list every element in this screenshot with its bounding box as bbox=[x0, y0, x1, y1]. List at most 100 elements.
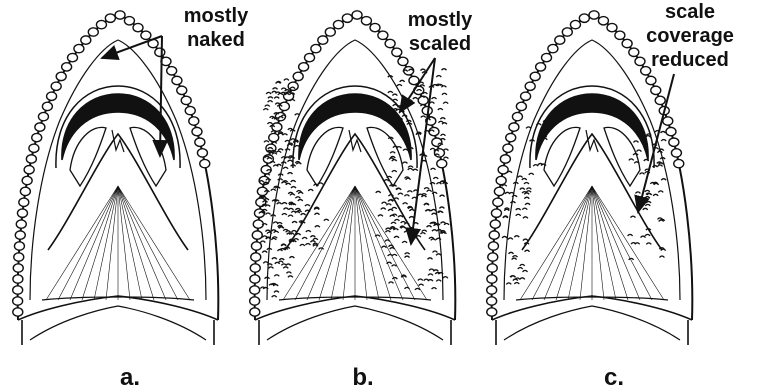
scale-mark bbox=[285, 149, 290, 151]
rim-bead bbox=[32, 133, 42, 141]
scale-mark bbox=[264, 199, 269, 201]
scale-mark bbox=[272, 296, 277, 298]
scale-mark bbox=[273, 165, 278, 167]
scale-mark bbox=[279, 227, 284, 229]
rim-bead bbox=[635, 57, 645, 65]
scale-mark bbox=[274, 275, 279, 277]
rim-bead bbox=[250, 297, 260, 305]
scale-mark bbox=[432, 230, 437, 232]
scale-mark bbox=[310, 241, 315, 243]
scale-mark bbox=[271, 238, 276, 240]
rim-bead bbox=[24, 166, 34, 174]
scale-mark bbox=[310, 236, 315, 238]
scale-mark bbox=[520, 278, 525, 280]
scale-mark bbox=[654, 183, 659, 185]
scale-mark bbox=[398, 193, 403, 195]
panel-letter: a. bbox=[120, 364, 140, 391]
rim-bead bbox=[13, 297, 23, 305]
scale-mark bbox=[661, 131, 666, 133]
scale-mark bbox=[644, 159, 649, 161]
scale-mark bbox=[296, 190, 301, 192]
scale-mark bbox=[393, 146, 398, 148]
scale-mark bbox=[631, 243, 636, 245]
rim-bead bbox=[385, 39, 395, 47]
scale-mark bbox=[427, 190, 432, 192]
scale-mark bbox=[314, 208, 319, 210]
scale-mark bbox=[646, 243, 651, 245]
scale-mark bbox=[440, 118, 445, 120]
scale-mark bbox=[645, 197, 650, 199]
scale-mark bbox=[422, 230, 427, 232]
scale-mark bbox=[378, 215, 383, 217]
scale-mark bbox=[533, 165, 538, 167]
rim-bead bbox=[361, 17, 371, 25]
scale-mark bbox=[313, 238, 318, 240]
gill-ray bbox=[118, 186, 190, 300]
scale-mark bbox=[524, 183, 529, 185]
scale-mark bbox=[422, 93, 427, 95]
rim-bead bbox=[197, 149, 207, 157]
scale-mark bbox=[659, 149, 664, 151]
rim-bead bbox=[189, 117, 199, 125]
rim-bead bbox=[167, 67, 177, 75]
scale-mark bbox=[382, 246, 387, 248]
jaw-lobe-left bbox=[307, 127, 343, 186]
gill-ray bbox=[592, 186, 628, 300]
scale-mark bbox=[387, 176, 392, 178]
scale-mark bbox=[643, 208, 648, 210]
gill-ray bbox=[355, 186, 367, 300]
scale-mark bbox=[438, 121, 443, 123]
scale-mark bbox=[436, 254, 441, 256]
gill-ray bbox=[319, 186, 355, 300]
scale-mark bbox=[394, 236, 399, 238]
rim-bead bbox=[88, 28, 98, 36]
scale-mark bbox=[420, 233, 425, 235]
scale-mark bbox=[526, 188, 531, 190]
rim-bead bbox=[14, 253, 24, 261]
scale-mark bbox=[314, 213, 319, 215]
rim-bead bbox=[622, 39, 632, 47]
scale-mark bbox=[659, 220, 664, 222]
jaw-lobe-left bbox=[70, 127, 106, 186]
scale-mark bbox=[523, 217, 528, 219]
scale-mark bbox=[661, 249, 666, 251]
rim-bead bbox=[607, 23, 617, 31]
scale-mark bbox=[436, 76, 441, 78]
scale-mark bbox=[296, 234, 301, 236]
scale-mark bbox=[518, 267, 523, 269]
scale-mark bbox=[435, 272, 440, 274]
rim-bead bbox=[177, 86, 187, 94]
scale-mark bbox=[413, 169, 418, 171]
scale-mark bbox=[281, 88, 286, 90]
rim-bead bbox=[525, 82, 535, 90]
rim-bead bbox=[651, 86, 661, 94]
jaw-arch bbox=[62, 94, 174, 160]
rim-bead bbox=[141, 31, 151, 39]
scale-mark bbox=[515, 278, 520, 280]
gill-ray bbox=[118, 186, 154, 300]
rim-bead bbox=[200, 159, 210, 167]
scale-mark bbox=[273, 88, 278, 90]
scale-mark bbox=[386, 204, 391, 206]
scale-mark bbox=[284, 79, 289, 81]
scale-mark bbox=[439, 207, 444, 209]
scale-mark bbox=[389, 158, 394, 160]
rim-bead bbox=[252, 231, 262, 239]
gill-ray bbox=[532, 186, 592, 300]
scale-mark bbox=[640, 173, 645, 175]
scale-mark bbox=[391, 222, 396, 224]
rim-bead bbox=[555, 36, 565, 44]
scale-mark bbox=[659, 163, 664, 165]
fish-head-drawing bbox=[250, 11, 456, 345]
fish-head-drawing bbox=[13, 11, 219, 345]
scale-mark bbox=[281, 182, 286, 184]
annotation-line-1: mostly bbox=[184, 5, 249, 27]
scale-mark bbox=[277, 249, 282, 251]
scale-mark bbox=[443, 277, 448, 279]
scale-mark bbox=[272, 91, 277, 93]
rim-bead bbox=[487, 308, 497, 316]
scale-mark bbox=[407, 191, 412, 193]
gill-ray bbox=[82, 186, 118, 300]
scale-mark bbox=[387, 262, 392, 264]
rim-bead bbox=[655, 96, 665, 104]
